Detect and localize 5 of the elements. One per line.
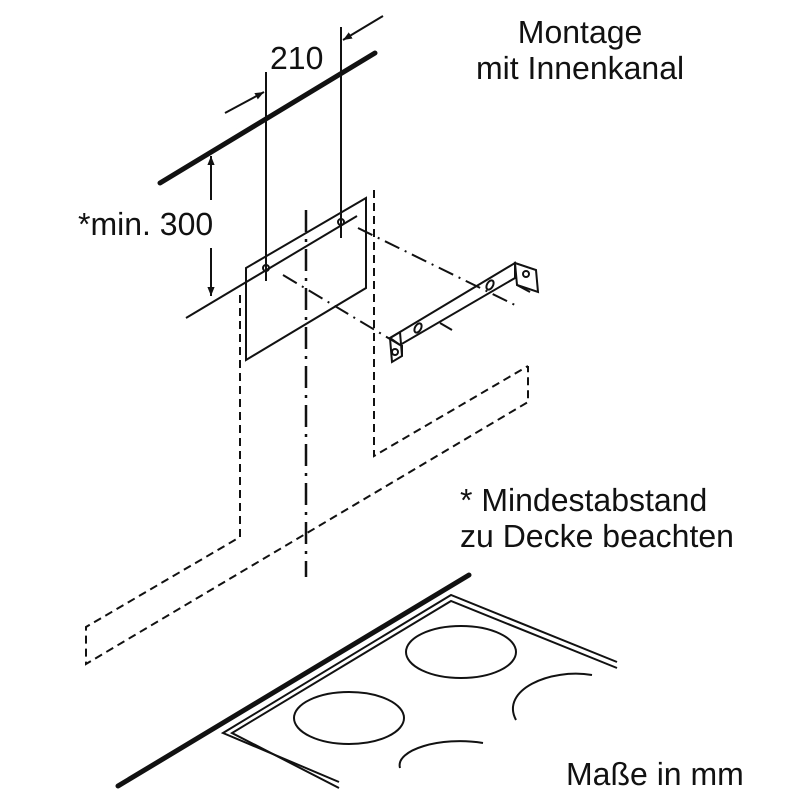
title: Montage mit Innenkanal — [476, 14, 684, 86]
units-note: Maße in mm — [566, 756, 744, 792]
dimension-label: 210 — [270, 40, 324, 76]
dimension-label: *min. 300 — [78, 206, 214, 242]
note: * Mindestabstand zu Decke beachten — [460, 482, 734, 554]
